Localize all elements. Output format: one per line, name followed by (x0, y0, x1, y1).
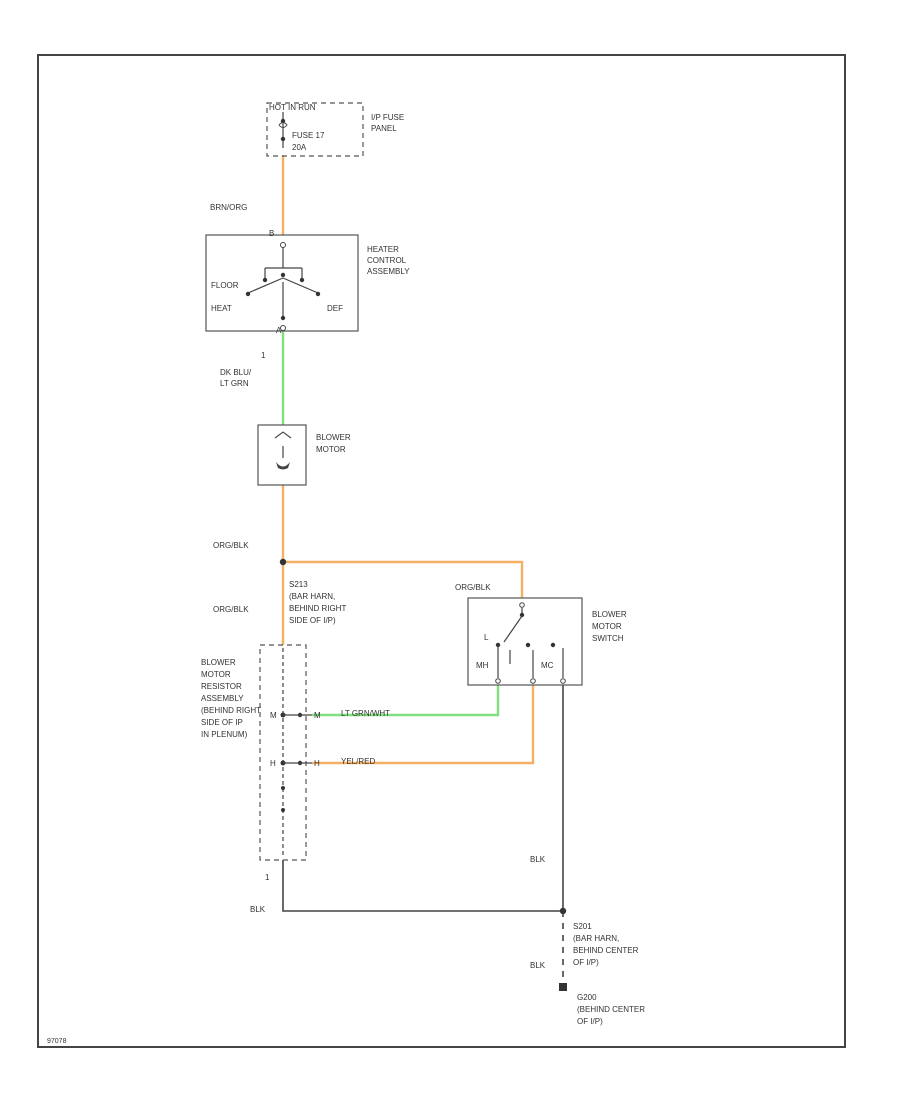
wire-lt-grn-wht (312, 685, 500, 717)
blower-motor-label-2: MOTOR (316, 445, 346, 454)
wire-label-blk-3: BLK (530, 961, 546, 970)
wire-yel-red (312, 685, 535, 765)
wire-label-brn-org: BRN/ORG (210, 203, 247, 212)
switch-label-3: SWITCH (592, 634, 624, 643)
wire-label-org-blk-3: ORG/BLK (455, 583, 491, 592)
blower-motor-resistor-assembly: M H M H BLOWER MOTOR RESISTOR ASSEMBLY (… (201, 644, 321, 861)
heater-heat-label: HEAT (211, 304, 232, 313)
s201-label-3: BEHIND CENTER (573, 946, 639, 955)
wire-label-blk-2: BLK (250, 905, 266, 914)
fuse-17-label: FUSE 17 (292, 131, 325, 140)
switch-mh-label: MH (476, 661, 489, 670)
s213-label-3: BEHIND RIGHT (289, 604, 346, 613)
heater-pin-a: A (276, 326, 282, 335)
wire-label-org-blk-2: ORG/BLK (213, 605, 249, 614)
diagram-frame (37, 54, 846, 1048)
heater-floor-label: FLOOR (211, 281, 239, 290)
s213-label-1: S213 (289, 580, 308, 589)
resistor-label-2: MOTOR (201, 670, 231, 679)
splice-s213-dot (279, 558, 287, 566)
resistor-pin-m: M (270, 711, 277, 720)
diagram-code: 97078 (47, 1038, 67, 1045)
g200-label-3: OF I/P) (577, 1017, 603, 1026)
wire-label-dk-blu: DK BLU/ (220, 368, 252, 377)
s213-label-2: (BAR HARN, (289, 592, 335, 601)
resistor-label-7: IN PLENUM) (201, 730, 248, 739)
wire-label-org-blk-1: ORG/BLK (213, 541, 249, 550)
wire-label-blk-1: BLK (530, 855, 546, 864)
pin-number-1b: 1 (265, 873, 270, 882)
resistor-pin-h: H (270, 759, 276, 768)
s201-label-4: OF I/P) (573, 958, 599, 967)
resistor-label-5: (BEHIND RIGHT (201, 706, 261, 715)
pin-number-1a: 1 (261, 351, 266, 360)
g200-label-2: (BEHIND CENTER (577, 1005, 645, 1014)
hot-in-run-label: HOT IN RUN (269, 103, 316, 112)
ground-symbol-icon (559, 983, 567, 991)
fuse-amps-label: 20A (292, 143, 307, 152)
resistor-pin-label-h: H (314, 759, 320, 768)
heater-label-2: CONTROL (367, 256, 407, 265)
heater-control-assembly: B FLOOR HEAT DEF A HEATER CONTROL ASSEMB… (205, 229, 410, 335)
blower-motor-switch: ORG/BLK L MH MC BLOWER MOTOR SWITCH (455, 583, 627, 686)
resistor-label-6: SIDE OF IP (201, 718, 243, 727)
heater-label-1: HEATER (367, 245, 399, 254)
ip-fuse-panel-label-2: PANEL (371, 124, 397, 133)
switch-mc-label: MC (541, 661, 554, 670)
heater-def-label: DEF (327, 304, 343, 313)
resistor-label-3: RESISTOR (201, 682, 242, 691)
blower-motor: BLOWER MOTOR (257, 424, 351, 486)
resistor-label-4: ASSEMBLY (201, 694, 244, 703)
fuse-block: HOT IN RUN FUSE 17 20A I/P FUSE PANEL (266, 102, 404, 157)
wire-label-yel-red: YEL/RED (341, 757, 375, 766)
s201-label-2: (BAR HARN, (573, 934, 619, 943)
heater-label-3: ASSEMBLY (367, 267, 410, 276)
s201-label-1: S201 (573, 922, 592, 931)
switch-label-2: MOTOR (592, 622, 622, 631)
wire-org-blk-to-switch (283, 560, 524, 598)
switch-label-1: BLOWER (592, 610, 627, 619)
s213-label-4: SIDE OF I/P) (289, 616, 336, 625)
switch-pin-l: L (484, 633, 489, 642)
heater-pin-b: B (269, 229, 274, 238)
resistor-label-1: BLOWER (201, 658, 236, 667)
ip-fuse-panel-label-1: I/P FUSE (371, 113, 404, 122)
splice-s201-dot (559, 907, 567, 915)
resistor-pin-label-m: M (314, 711, 321, 720)
g200-label-1: G200 (577, 993, 597, 1002)
wire-label-lt-grn: LT GRN (220, 379, 249, 388)
blower-motor-label-1: BLOWER (316, 433, 351, 442)
wire-label-lt-grn-wht: LT GRN/WHT (341, 709, 390, 718)
wire-blk-resistor-ground (282, 860, 563, 912)
